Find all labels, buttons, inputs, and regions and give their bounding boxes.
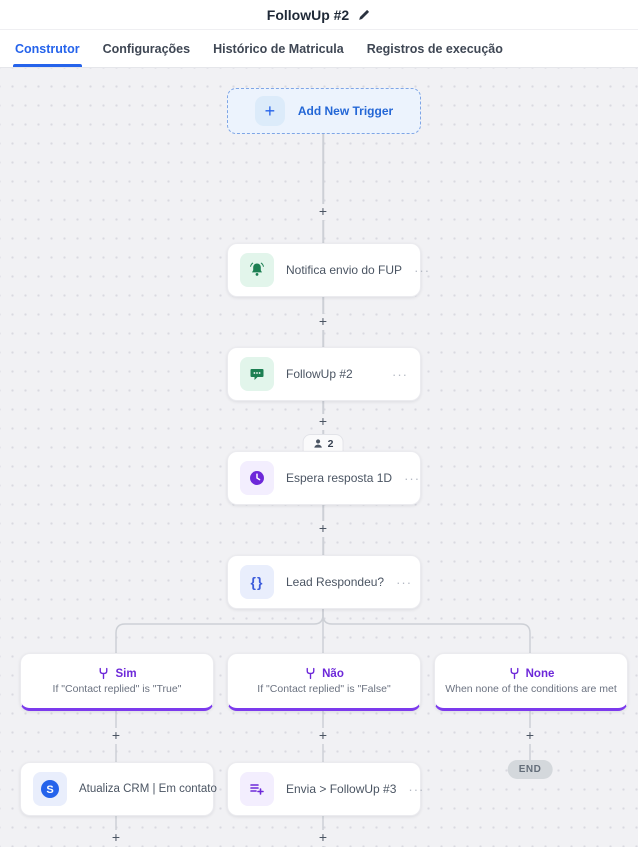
add-step-button[interactable]: + xyxy=(522,728,538,744)
add-step-button[interactable]: + xyxy=(315,204,331,220)
action-node-notifica[interactable]: Notifica envio do FUP ··· xyxy=(227,243,429,297)
node-menu-button[interactable]: ··· xyxy=(396,574,413,590)
action-node-envia-followup3[interactable]: Envia > FollowUp #3 ··· xyxy=(227,762,425,816)
split-icon xyxy=(100,667,108,680)
plus-icon: + xyxy=(254,96,285,126)
branch-condition: When none of the conditions are met xyxy=(445,683,617,695)
split-icon xyxy=(306,667,315,680)
node-label: Lead Respondeu? xyxy=(286,575,385,589)
crm-s-icon: S xyxy=(33,772,67,806)
node-menu-button[interactable]: ··· xyxy=(414,262,431,278)
enrolled-contacts-badge[interactable]: 2 xyxy=(302,434,344,452)
action-node-atualiza-crm[interactable]: S Atualiza CRM | Em contato ··· xyxy=(20,762,244,816)
branch-card-sim[interactable]: Sim If "Contact replied" is "True" xyxy=(20,653,214,711)
node-menu-button[interactable]: ··· xyxy=(404,470,421,486)
page-title: FollowUp #2 xyxy=(266,6,350,23)
edit-title-icon[interactable] xyxy=(357,8,371,22)
tab-configuracoes[interactable]: Configurações xyxy=(102,41,191,56)
workflow-canvas: + Add New Trigger + + + + Notifica envio… xyxy=(0,68,638,847)
chat-icon xyxy=(240,357,274,391)
branch-card-nao[interactable]: Não If "Contact replied" is "False" xyxy=(227,653,421,711)
bell-icon xyxy=(240,253,274,287)
add-step-button[interactable]: + xyxy=(108,830,124,846)
tab-bar: Construtor Configurações Histórico de Ma… xyxy=(0,30,638,68)
add-step-button[interactable]: + xyxy=(315,728,331,744)
node-label: Espera resposta 1D xyxy=(286,471,393,485)
node-label: Notifica envio do FUP xyxy=(286,263,403,277)
add-step-button[interactable]: + xyxy=(315,314,331,330)
tab-construtor[interactable]: Construtor xyxy=(13,30,82,67)
add-step-button[interactable]: + xyxy=(108,728,124,744)
enrolled-count: 2 xyxy=(327,437,334,450)
branch-label: Sim xyxy=(115,667,137,680)
add-step-button[interactable]: + xyxy=(315,521,331,537)
node-label: FollowUp #2 xyxy=(286,367,353,381)
add-step-button[interactable]: + xyxy=(315,414,331,430)
branch-connectors xyxy=(115,609,531,847)
split-icon xyxy=(510,667,519,680)
clock-icon xyxy=(240,461,274,495)
braces-icon: {} xyxy=(240,565,274,599)
list-plus-icon xyxy=(240,772,274,806)
branch-card-none[interactable]: None When none of the conditions are met xyxy=(434,653,628,711)
node-menu-button[interactable]: ··· xyxy=(392,366,408,382)
branch-label: None xyxy=(525,667,555,680)
branch-condition: If "Contact replied" is "True" xyxy=(52,683,182,695)
tab-registros[interactable]: Registros de execução xyxy=(366,41,503,56)
condition-node-lead-respondeu[interactable]: {} Lead Respondeu? ··· xyxy=(227,555,421,609)
node-menu-button[interactable]: ··· xyxy=(408,781,425,797)
add-step-button[interactable]: + xyxy=(315,830,331,846)
node-label: Envia > FollowUp #3 xyxy=(286,782,397,796)
end-badge: END xyxy=(507,760,553,779)
trigger-label: Add New Trigger xyxy=(297,104,394,118)
branch-label: Não xyxy=(322,667,344,680)
node-label: Atualiza CRM | Em contato xyxy=(79,783,217,795)
title-bar: FollowUp #2 xyxy=(0,0,638,30)
add-new-trigger-button[interactable]: + Add New Trigger xyxy=(227,88,421,134)
person-icon xyxy=(314,439,322,448)
svg-text:S: S xyxy=(46,784,53,796)
tab-historico[interactable]: Histórico de Matricula xyxy=(213,41,344,56)
action-node-espera[interactable]: Espera resposta 1D ··· xyxy=(227,451,421,505)
branch-condition: If "Contact replied" is "False" xyxy=(257,683,391,695)
action-node-followup2[interactable]: FollowUp #2 ··· xyxy=(227,347,421,401)
